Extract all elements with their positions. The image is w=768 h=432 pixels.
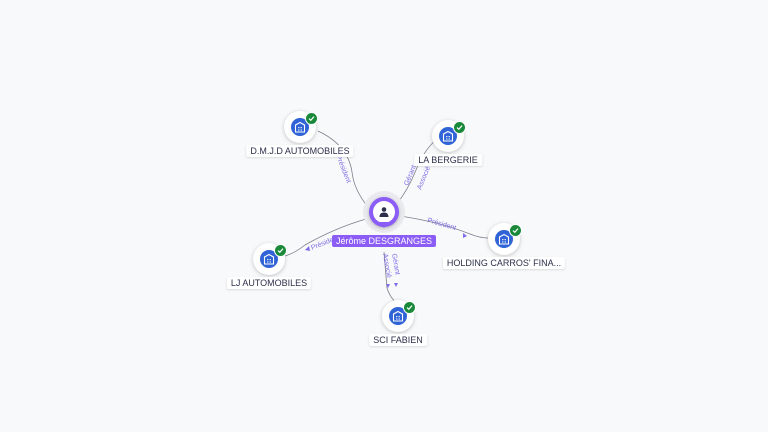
verified-check-icon — [274, 244, 287, 257]
edge-dmjd: Président — [317, 130, 369, 208]
edge-arrow-sci-b — [394, 283, 398, 287]
building-icon — [291, 118, 309, 136]
edge-label-bergerie-2: Associé — [416, 165, 432, 190]
building-icon — [260, 250, 278, 268]
verified-check-icon — [453, 121, 466, 134]
person-pin[interactable] — [369, 197, 399, 228]
person-name-label[interactable]: Jérôme DESGRANGES — [331, 235, 437, 247]
building-icon — [439, 127, 457, 145]
company-label-lj[interactable]: LJ AUTOMOBILES — [226, 277, 312, 289]
edge-arrow-lj — [305, 246, 310, 251]
edge-arrow-holding — [463, 233, 467, 238]
edge-arrow-sci-a — [386, 284, 390, 288]
company-label-bergerie[interactable]: LA BERGERIE — [414, 154, 482, 166]
company-label-dmjd[interactable]: D.M.J.D AUTOMOBILES — [246, 145, 354, 157]
edge-label-holding: Président — [426, 217, 456, 232]
edge-label-bergerie-1: Gérant — [403, 164, 418, 187]
edge-bergerie: Gérant Associé — [395, 139, 437, 206]
user-icon — [373, 201, 395, 223]
verified-check-icon — [403, 301, 416, 314]
building-icon — [389, 307, 407, 325]
company-label-holding[interactable]: HOLDING CARROS' FINA... — [442, 257, 566, 269]
company-label-sci[interactable]: SCI FABIEN — [369, 334, 427, 346]
verified-check-icon — [305, 112, 318, 125]
building-icon — [495, 230, 513, 248]
edge-label-sci-1: Gérant — [390, 253, 401, 275]
verified-check-icon — [509, 224, 522, 237]
edge-sci: Gérant Associé — [381, 251, 401, 303]
edge-label-dmjd: Président — [334, 154, 352, 184]
edge-label-sci-2: Associé — [381, 253, 392, 278]
